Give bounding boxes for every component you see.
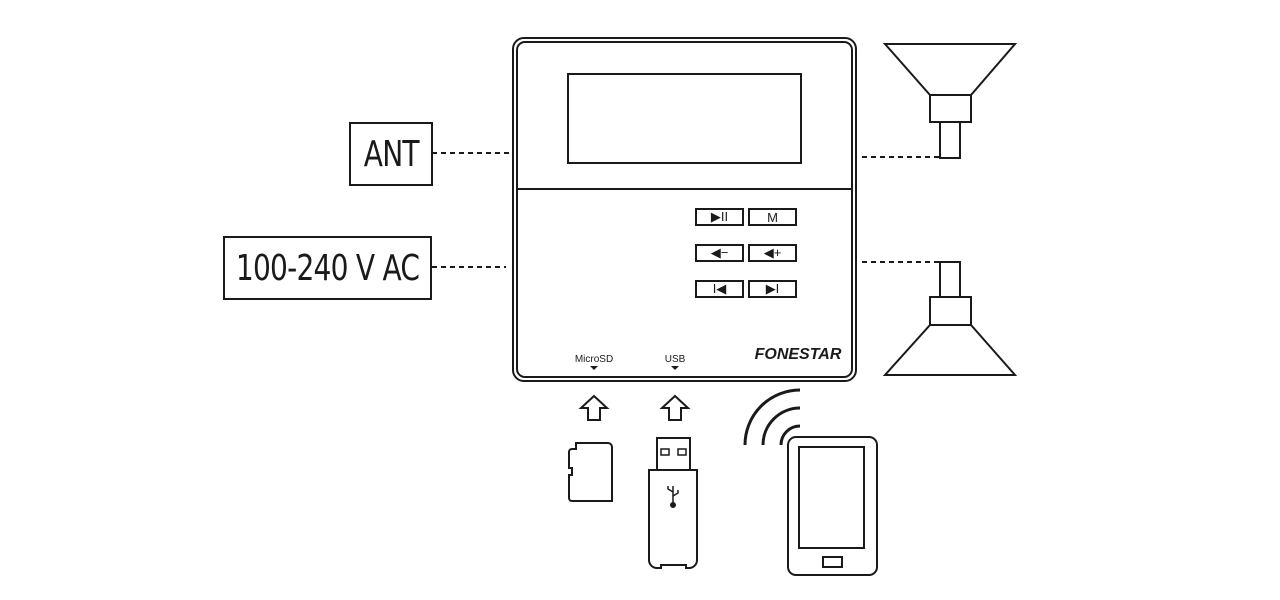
- usb-port-label: USB: [664, 353, 686, 365]
- antenna-label-text: ANT: [363, 133, 419, 175]
- microsd-port-triangle: [590, 366, 598, 370]
- power-label: 100-240 V AC: [223, 236, 432, 300]
- mode-button[interactable]: M: [748, 208, 797, 226]
- arrow-up-microsd-icon: [578, 394, 610, 421]
- next-button[interactable]: ▶I: [748, 280, 797, 298]
- play-pause-button[interactable]: ▶II: [695, 208, 744, 226]
- device-body: [512, 37, 857, 382]
- microsd-port-label: MicroSD: [574, 353, 614, 365]
- smartphone-icon: [787, 436, 878, 576]
- volume-up-button[interactable]: ◀+: [748, 244, 797, 262]
- arrow-up-usb-icon: [659, 394, 691, 421]
- speaker-bottom-icon: [862, 261, 1018, 376]
- usb-stick-icon: [648, 437, 698, 569]
- bluetooth-wireless-icon: [743, 388, 801, 446]
- previous-button[interactable]: I◀: [695, 280, 744, 298]
- power-label-text: 100-240 V AC: [235, 247, 420, 289]
- volume-down-button[interactable]: ◀−: [695, 244, 744, 262]
- display-screen: [567, 73, 802, 164]
- speaker-top-icon: [862, 43, 1018, 159]
- brand-logo: FONESTAR: [754, 346, 842, 363]
- microsd-card-icon: [568, 442, 613, 502]
- usb-port-triangle: [671, 366, 679, 370]
- antenna-label: ANT: [349, 122, 433, 186]
